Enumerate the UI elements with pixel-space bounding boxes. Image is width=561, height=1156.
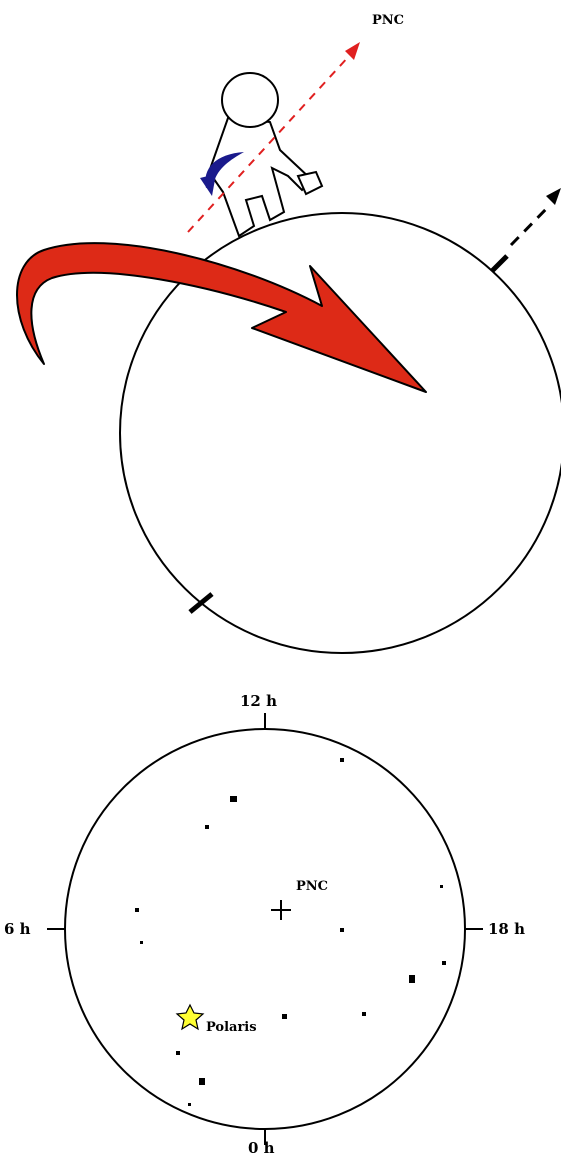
hour-label-0h: 0 h xyxy=(248,1139,275,1156)
spin-arrow-head xyxy=(200,174,216,196)
star-dot xyxy=(140,941,143,944)
bottom-diagram: 12 h 6 h 18 h 0 h PNC Polaris xyxy=(4,692,525,1156)
observer-figure xyxy=(209,73,322,236)
star-dot xyxy=(282,1014,287,1019)
pnc-axis-label: PNC xyxy=(372,13,404,28)
sky-circle xyxy=(65,729,465,1129)
star-dot xyxy=(340,928,344,932)
hour-label-12h: 12 h xyxy=(240,692,277,710)
earth-rotation-arrow xyxy=(17,243,426,392)
observer-head xyxy=(222,73,278,127)
polaris-label: Polaris xyxy=(206,1020,257,1035)
star-dot xyxy=(135,908,139,912)
rotation-axis-line xyxy=(511,205,550,245)
star-dot xyxy=(199,1078,205,1085)
top-diagram: PNC xyxy=(17,13,561,653)
polaris-star-icon xyxy=(177,1005,203,1029)
field-stars xyxy=(135,758,446,1106)
star-dot xyxy=(442,961,446,965)
star-dot xyxy=(188,1103,191,1106)
star-dot xyxy=(230,796,237,802)
star-dot xyxy=(340,758,344,762)
pnc-axis-arrowhead xyxy=(345,42,360,60)
pnc-center-label: PNC xyxy=(296,879,328,894)
star-dot xyxy=(205,825,209,829)
star-dot xyxy=(409,975,415,983)
star-dot xyxy=(440,885,443,888)
star-dot xyxy=(362,1012,366,1016)
hour-label-18h: 18 h xyxy=(488,920,525,938)
star-dot xyxy=(176,1051,180,1055)
north-pole-tick xyxy=(492,256,507,271)
hour-label-6h: 6 h xyxy=(4,920,31,938)
rotation-axis-arrowhead xyxy=(546,188,561,205)
